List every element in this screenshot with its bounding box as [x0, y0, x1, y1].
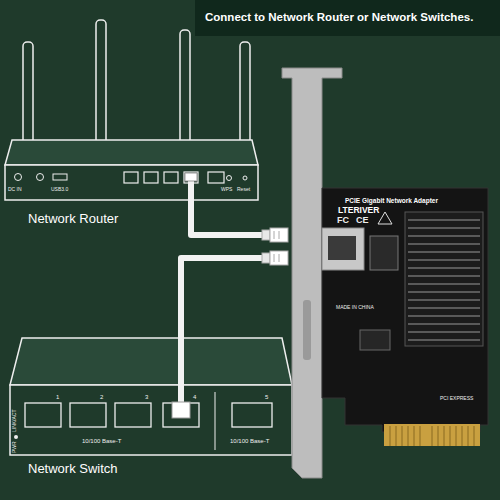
- wan-port: [208, 172, 224, 183]
- card-pcb: [322, 188, 488, 432]
- device-label: FC: [337, 216, 349, 225]
- device-label: LINK/ACT: [12, 409, 17, 432]
- router-node: Network Router: [5, 40, 258, 200]
- rj45-jack: [322, 228, 364, 270]
- switch-port: [232, 403, 272, 427]
- page-title: Connect to Network Router or Network Swi…: [205, 11, 473, 24]
- wps-button: [227, 176, 232, 181]
- usb-port: [53, 174, 67, 180]
- router-top: [5, 140, 258, 165]
- switch-port: [70, 403, 106, 427]
- plug-detail: [274, 254, 275, 262]
- component: [360, 330, 390, 350]
- router-front: [5, 165, 258, 200]
- device-label: PWR: [12, 441, 17, 453]
- device-label: DC IN: [8, 187, 22, 192]
- device-label: 10/100 Base-T: [82, 438, 121, 444]
- lan-port: [144, 172, 158, 183]
- node-text: Network Switch: [28, 462, 118, 476]
- plug-detail: [279, 254, 280, 262]
- gold-fingers: [384, 424, 480, 446]
- plug-boot: [262, 230, 270, 240]
- switch-top: [10, 338, 292, 385]
- bracket-slot: [303, 300, 311, 360]
- node-text: LTERIVER: [338, 206, 379, 215]
- device-label: WPS: [221, 187, 232, 192]
- device-label: CE: [356, 216, 369, 225]
- rj45-plug: [270, 251, 288, 265]
- warning-icon: [378, 212, 392, 224]
- power-button: [37, 174, 44, 181]
- device-label: 3: [145, 394, 148, 400]
- router-antenna: [240, 42, 250, 146]
- reset-button: [243, 176, 247, 180]
- device-label: PCI EXPRESS: [440, 396, 473, 401]
- node-text: PCIE Gigabit Network Adapter: [345, 197, 438, 204]
- device-label: 4: [193, 394, 196, 400]
- title-banner: [195, 0, 500, 36]
- switch-front: [10, 385, 292, 455]
- router-antenna: [180, 30, 190, 144]
- router-antenna: [96, 20, 106, 144]
- switch-divider: [215, 392, 216, 450]
- chip: [370, 236, 398, 270]
- switch-port: [25, 403, 61, 427]
- device-label: 1: [56, 394, 59, 400]
- rj45-plug: [185, 173, 197, 181]
- lan-port: [164, 172, 178, 183]
- lan-port: [124, 172, 138, 183]
- router-antenna: [23, 42, 33, 152]
- plug-boot: [262, 253, 270, 263]
- plug-detail: [274, 231, 275, 239]
- device-label: Reset: [237, 187, 250, 192]
- device-label: 5: [265, 394, 268, 400]
- network-card-node: PCIE Gigabit Network AdapterLTERIVER: [288, 185, 490, 440]
- switch-port: [115, 403, 151, 427]
- status-led: [14, 435, 18, 439]
- lan-port: [184, 172, 198, 183]
- device-label: 2: [100, 394, 103, 400]
- device-label: 10/100 Base-T: [230, 438, 269, 444]
- device-label: USB3.0: [51, 187, 68, 192]
- rj45-plug: [172, 402, 190, 418]
- plug-detail: [279, 231, 280, 239]
- switch-port: [163, 403, 199, 427]
- device-label: MADE IN CHINA: [336, 305, 374, 310]
- dc-jack: [15, 174, 22, 181]
- node-text: Network Router: [28, 212, 118, 226]
- switch-node: Network Switch: [10, 385, 292, 455]
- network-cable: [181, 258, 288, 385]
- rj45-opening: [328, 236, 356, 260]
- heatsink: [405, 212, 483, 346]
- rj45-plug: [270, 228, 288, 242]
